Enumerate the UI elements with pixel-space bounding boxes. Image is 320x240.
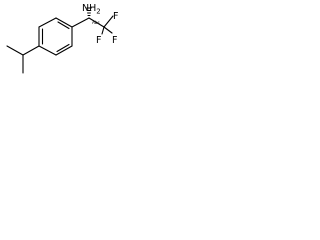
isopropyl-bond-ring xyxy=(22,45,40,56)
isopropyl-bond-methyl-1 xyxy=(6,45,24,56)
fluorine-right-label: F xyxy=(112,35,117,46)
abs-stereo-label: Abs xyxy=(92,20,100,25)
hashed-wedge-bond xyxy=(86,7,92,17)
cf3-to-f-right-bond xyxy=(103,26,113,34)
ring-double-bond-1 xyxy=(57,21,70,30)
ring-bond-3 xyxy=(55,45,73,56)
ring-bond-6 xyxy=(38,17,57,28)
fluorine-left-label: F xyxy=(96,35,101,46)
cf3-to-f-top-bond xyxy=(103,15,114,28)
ring-bond-4 xyxy=(38,45,57,56)
chemical-structure: NH2 Abs F F F xyxy=(6,3,118,74)
ring-bond-1 xyxy=(55,17,73,28)
fluorine-top-label: F xyxy=(113,11,118,22)
chiral-to-cf3-bond xyxy=(88,17,105,28)
isopropyl-group xyxy=(6,45,40,74)
cf3-to-f-left-bond xyxy=(101,26,105,35)
ring-double-bond-2 xyxy=(56,43,70,53)
benzene-ring xyxy=(38,17,73,56)
ring-to-chiral-bond xyxy=(71,17,90,28)
chiral-center-group xyxy=(71,7,114,35)
amine-label: NH2 xyxy=(82,3,101,16)
